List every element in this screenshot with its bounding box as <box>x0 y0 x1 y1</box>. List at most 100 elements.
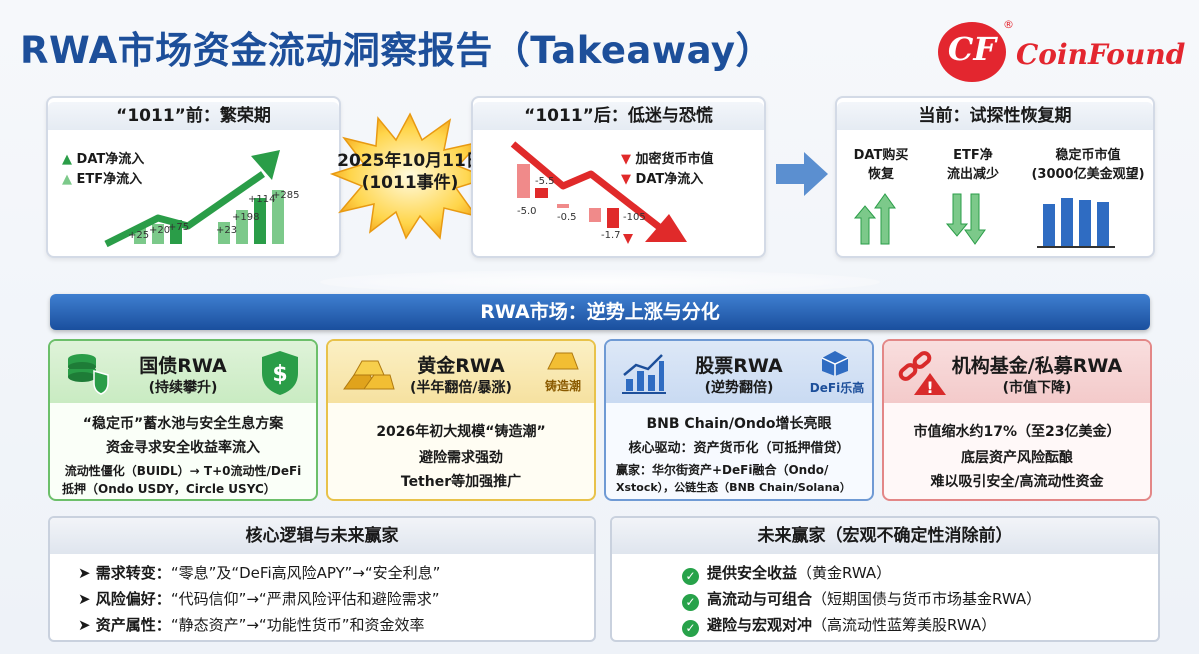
winner-row: ✓提供安全收益（黄金RWA） <box>682 562 891 585</box>
event-text: 2025年10月11日 (1011事件) <box>337 151 483 193</box>
etf-outflow-label: ETF净流出减少 <box>946 148 999 182</box>
label-1: +25 <box>128 230 149 241</box>
card-stock: DeFi乐高 股票RWA (逆势翻倍) BNB Chain/Ondo增长亮眼 核… <box>604 339 874 501</box>
card-stock-line: 核心驱动：资产货币化（可抵押借贷） <box>628 441 850 456</box>
bar-a2 <box>535 188 548 198</box>
label-5: +198 <box>232 212 259 223</box>
card-treasury-line: 流动性僵化（BUIDL）→ T+0流动性/DeFi <box>64 464 302 478</box>
after-decline-chart: -5.0 -5.5 -0.5 -1.7 -105 <box>510 141 687 244</box>
chevron-right-icon: ➤ <box>78 616 96 634</box>
up-arrows-icon <box>853 193 896 245</box>
broken-chain-warning-icon: ! <box>898 351 946 397</box>
coins-shield-icon <box>68 354 109 395</box>
minting-badge: 铸造潮 <box>544 379 581 393</box>
bar-5 <box>236 210 248 244</box>
defi-lego-badge: DeFi乐高 <box>809 381 865 395</box>
svg-text:!: ! <box>926 378 933 397</box>
check-icon: ✓ <box>682 594 699 611</box>
label-3: +75 <box>168 222 189 233</box>
core-logic-panel: 核心逻辑与未来赢家 ➤ 需求转变：“零息”及“DeFi高风险APY”→“安全利息… <box>48 516 596 642</box>
label-4: +23 <box>216 225 237 236</box>
dollar-shield-icon: $ <box>262 351 298 395</box>
current-icons <box>853 193 1115 248</box>
dat-buy-label: DAT购买恢复 <box>853 148 909 182</box>
after-panel: “1011”后：低迷与恐慌 ▼ 加密货币市值 ▼ DAT净流入 -5.0 -5.… <box>471 96 766 258</box>
defi-cube-icon <box>821 351 849 376</box>
bar-a4 <box>589 208 601 222</box>
check-icon: ✓ <box>682 620 699 637</box>
future-winners-panel: 未来赢家（宏观不确定性消除前） ✓提供安全收益（黄金RWA） ✓高流动与可组合（… <box>610 516 1160 642</box>
card-gold-line: 2026年初大规模“铸造潮” <box>376 424 546 440</box>
legend-etf-inflow: ▲ ETF净流入 <box>62 172 143 187</box>
logic-row: ➤ 需求转变：“零息”及“DeFi高风险APY”→“安全利息” <box>78 564 441 582</box>
card-treasury-line: “稳定币”蓄水池与安全生息方案 <box>82 416 284 432</box>
chevron-right-icon: ➤ <box>78 564 96 582</box>
label-7: +285 <box>272 190 299 201</box>
small-down-triangle <box>623 234 633 244</box>
stock-chart-icon <box>622 354 666 394</box>
before-title: “1011”前：繁荣期 <box>48 102 339 130</box>
growth-arrow-head <box>251 150 280 180</box>
card-treasury-subtitle: (持续攀升) <box>148 380 218 396</box>
card-gold: 黄金RWA (半年翻倍/暴涨) 铸造潮 2026年初大规模“铸造潮” 避险需求强… <box>326 339 596 501</box>
card-treasury-line: 资金寻求安全收益率流入 <box>106 440 260 456</box>
card-stock-line: 赢家：华尔街资产+DeFi融合（Ondo/ <box>616 463 829 477</box>
decline-arrow-line <box>510 141 666 233</box>
current-panel: 当前：试探性恢复期 DAT购买恢复 ETF净流出减少 稳定币市值(3000亿美金… <box>835 96 1155 258</box>
rwa-market-banner: RWA市场：逆势上涨与分化 <box>50 294 1150 330</box>
card-private-fund-line: 难以吸引安全/高流动性资金 <box>930 474 1104 490</box>
core-logic-title: 核心逻辑与未来赢家 <box>50 518 594 554</box>
card-stock-subtitle: (逆势翻倍) <box>704 380 774 396</box>
card-stock-line: BNB Chain/Ondo增长亮眼 <box>646 416 832 432</box>
card-private-fund-line: 底层资产风险酝酿 <box>961 450 1073 466</box>
card-treasury: $ 国债RWA (持续攀升) “稳定币”蓄水池与安全生息方案 资金寻求安全收益率… <box>48 339 318 501</box>
card-stock-line: Xstock），公链生态（BNB Chain/Solana） <box>616 481 851 494</box>
svg-text:$: $ <box>272 362 287 387</box>
bar-7 <box>272 190 284 244</box>
bar-a5 <box>607 208 619 228</box>
legend-dat-inflow: ▲ DAT净流入 <box>62 152 145 167</box>
label-a1: -5.0 <box>517 206 537 217</box>
coinfound-logo-mark: CF <box>938 22 1006 82</box>
before-growth-chart: +25 +20 +75 +23 +198 +114 +285 <box>104 150 299 248</box>
stablecoin-label: 稳定币市值(3000亿美金观望) <box>1031 148 1145 182</box>
bar-a3 <box>557 204 569 208</box>
current-title: 当前：试探性恢复期 <box>837 102 1153 130</box>
registered-mark: ® <box>1003 18 1014 31</box>
card-private-fund: ! 机构基金/私募RWA (市值下降) 市值缩水约17%（至23亿美金） 底层资… <box>882 339 1152 501</box>
future-winners-title: 未来赢家（宏观不确定性消除前） <box>612 518 1158 554</box>
card-gold-subtitle: (半年翻倍/暴涨) <box>410 380 512 396</box>
label-a2: -5.5 <box>535 176 555 187</box>
logic-row: ➤ 风险偏好：“代码信仰”→“严肃风险评估和避险需求” <box>78 590 440 608</box>
decline-arrow-head <box>645 214 687 242</box>
bar-4 <box>218 222 230 244</box>
card-gold-title: 黄金RWA <box>417 355 505 377</box>
card-gold-line: Tether等加强推广 <box>400 474 522 490</box>
card-private-fund-subtitle: (市值下降) <box>1002 380 1072 396</box>
gold-bars-icon <box>343 360 395 390</box>
bar-2 <box>152 224 164 244</box>
label-a5: -105 <box>623 212 646 223</box>
page-title: RWA市场资金流动洞察报告（Takeaway） <box>20 29 774 72</box>
before-panel: “1011”前：繁荣期 ▲ DAT净流入 ▲ ETF净流入 +25 +20 +7… <box>46 96 341 258</box>
label-6: +114 <box>248 194 275 205</box>
card-treasury-line: 抵押（Ondo USDY，Circle USYC） <box>62 482 276 496</box>
label-a3: -0.5 <box>557 212 577 223</box>
card-treasury-title: 国债RWA <box>139 355 227 377</box>
label-a4: -1.7 <box>601 230 621 241</box>
coinfound-logo-text: CoinFound <box>1016 38 1186 71</box>
down-arrows-icon <box>945 193 986 245</box>
legend-dat-inflow-after: ▼ DAT净流入 <box>621 172 704 187</box>
card-private-fund-title: 机构基金/私募RWA <box>951 355 1123 377</box>
card-stock-title: 股票RWA <box>695 355 783 377</box>
gold-ingot-icon <box>547 352 579 370</box>
check-icon: ✓ <box>682 568 699 585</box>
winner-row: ✓高流动与可组合（短期国债与货币市场基金RWA） <box>682 588 1041 611</box>
after-title: “1011”后：低迷与恐慌 <box>473 102 764 130</box>
banner-glow <box>320 270 880 294</box>
bar-6 <box>254 198 266 244</box>
card-gold-line: 避险需求强劲 <box>419 450 503 466</box>
flow-arrow-icon <box>776 152 828 196</box>
label-2: +20 <box>149 225 170 236</box>
winner-row: ✓避险与宏观对冲（高流动性蓝筹美股RWA） <box>682 614 996 637</box>
